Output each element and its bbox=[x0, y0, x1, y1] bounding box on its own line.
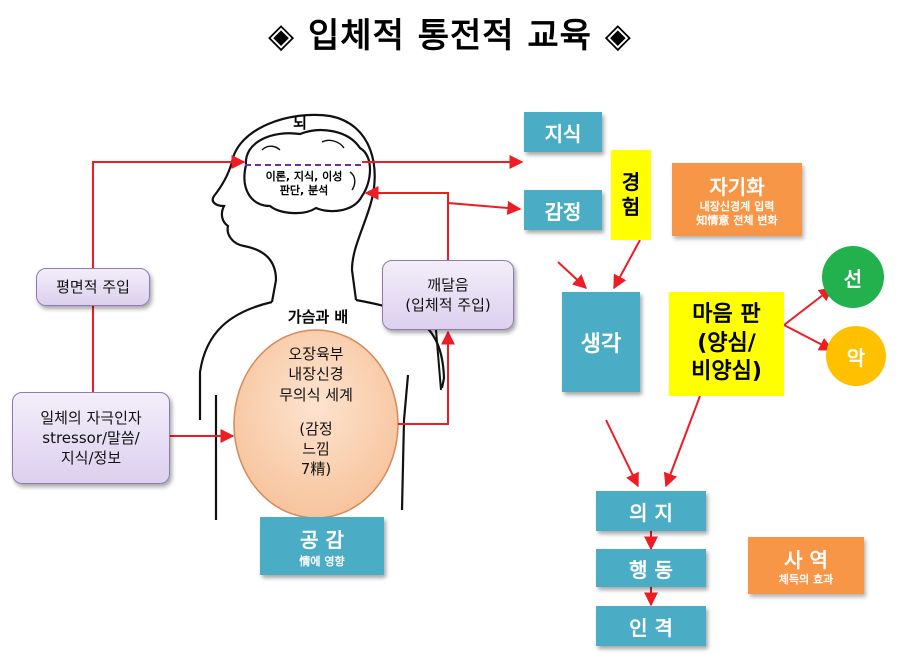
chest-line-5: 느낌 bbox=[302, 440, 330, 458]
knowledge-box: 지식 bbox=[524, 112, 602, 152]
empathy-box: 공 감 情에 영향 bbox=[260, 517, 384, 575]
emotion-label: 감정 bbox=[544, 199, 582, 224]
mind-line-2: (양심/ bbox=[697, 330, 756, 356]
self-sub-1: 내장신경계 입력 bbox=[699, 199, 775, 213]
empathy-sub: 情에 영향 bbox=[299, 554, 345, 568]
knowledge-label: 지식 bbox=[544, 121, 582, 146]
realization-box: 깨달음 (입체적 주입) bbox=[382, 260, 514, 330]
brain-content: 이론, 지식, 이성 판단, 분석 bbox=[252, 170, 356, 199]
chest-line-1: 오장육부 bbox=[288, 345, 344, 363]
good-label: 선 bbox=[843, 266, 863, 291]
evil-circle: 악 bbox=[826, 326, 886, 386]
flat-input-box: 평면적 주입 bbox=[36, 268, 150, 306]
chest-content: 오장육부 내장신경 무의식 세계 (감정 느낌 7精) bbox=[244, 344, 388, 480]
stimulus-box: 일체의 자극인자 stressor/말씀/ 지식/정보 bbox=[12, 392, 170, 484]
stimulus-line-2: stressor/말씀/ bbox=[42, 428, 140, 447]
evil-label: 악 bbox=[846, 345, 866, 370]
will-label: 의 지 bbox=[629, 500, 673, 525]
stimulus-line-3: 지식/정보 bbox=[60, 449, 122, 468]
chest-line-2: 내장신경 bbox=[288, 365, 344, 384]
brain-label: 뇌 bbox=[293, 114, 307, 132]
self-sub-2: 知情意 전체 변화 bbox=[696, 214, 778, 227]
flat-input-label: 평면적 주입 bbox=[56, 277, 130, 296]
emotion-box: 감정 bbox=[524, 190, 602, 230]
brain-shape bbox=[243, 128, 372, 215]
ministry-sub: 체득의 효과 bbox=[778, 572, 834, 586]
experience-char-2: 험 bbox=[621, 195, 641, 219]
stimulus-line-1: 일체의 자극인자 bbox=[40, 408, 142, 427]
brain-content-line-1: 이론, 지식, 이성 bbox=[265, 170, 343, 183]
realization-line-1: 깨달음 bbox=[427, 275, 469, 294]
realization-line-2: (입체적 주입) bbox=[405, 296, 491, 314]
character-label: 인 격 bbox=[629, 615, 673, 640]
mind-line-1: 마음 판 bbox=[692, 302, 761, 328]
mind-box: 마음 판 (양심/ 비양심) bbox=[669, 292, 784, 396]
experience-box: 경 험 bbox=[611, 150, 651, 240]
head-silhouette bbox=[211, 113, 376, 303]
empathy-main: 공 감 bbox=[300, 527, 344, 552]
ministry-box: 사 역 체득의 효과 bbox=[748, 537, 864, 594]
ministry-main: 사 역 bbox=[784, 547, 828, 572]
thought-label: 생각 bbox=[580, 332, 622, 357]
experience-char-1: 경 bbox=[621, 170, 641, 194]
self-box: 자기화 내장신경계 입력 知情意 전체 변화 bbox=[672, 163, 802, 236]
self-main: 자기화 bbox=[709, 174, 765, 199]
action-label: 행 동 bbox=[629, 557, 673, 582]
good-circle: 선 bbox=[822, 246, 884, 308]
chest-line-6: 7精) bbox=[300, 460, 332, 479]
action-box: 행 동 bbox=[596, 549, 706, 587]
thought-box: 생각 bbox=[562, 292, 640, 392]
chest-line-4: (감정 bbox=[299, 419, 333, 438]
brain-content-line-2: 판단, 분석 bbox=[279, 184, 329, 198]
mind-line-3: 비양심) bbox=[691, 359, 762, 385]
page-title: ◈ 입체적 통전적 교육 ◈ bbox=[268, 16, 632, 56]
will-box: 의 지 bbox=[596, 491, 706, 531]
chest-label: 가슴과 배 bbox=[287, 308, 349, 326]
character-box: 인 격 bbox=[596, 606, 706, 646]
chest-line-3: 무의식 세계 bbox=[279, 385, 353, 404]
